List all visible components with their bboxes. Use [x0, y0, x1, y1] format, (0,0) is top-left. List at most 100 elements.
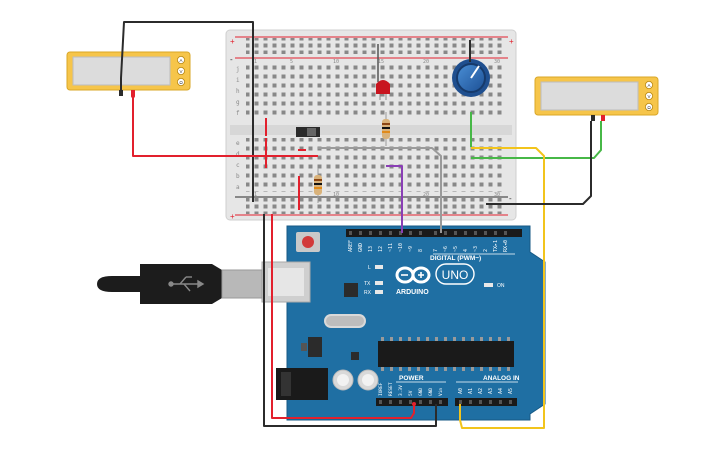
rail-minus-label: -: [230, 55, 233, 64]
pin-13: 13: [368, 246, 374, 252]
row-letter-b: b: [236, 173, 240, 180]
pin-10: ~10: [398, 243, 404, 252]
digital-pwm-label: DIGITAL (PWM~): [430, 255, 481, 262]
wire-gray-pin7[interactable]: [318, 147, 442, 233]
pin-gnd-digital: GND: [358, 243, 364, 252]
pin-11: ~11: [388, 243, 394, 252]
row-letter-f: f: [236, 110, 240, 117]
pin-a2: A2: [478, 388, 484, 394]
pin-ioref: IOREF: [378, 382, 384, 396]
pin-5: ~5: [453, 246, 459, 252]
breadboard: + - + - + j i h g f e d c b a 1 5 10 15 …: [225, 29, 517, 221]
led-rx: [375, 290, 383, 294]
col-number-1: 1: [254, 59, 257, 65]
uno-model-label: UNO: [442, 268, 469, 282]
multimeter-left-mode-a[interactable]: A: [179, 58, 182, 63]
col-number-20: 20: [423, 59, 429, 65]
atmega-chip: [378, 341, 514, 367]
col-number-5: 5: [290, 59, 293, 65]
pin-6: ~6: [443, 246, 449, 252]
multimeter-left-mode-ohm[interactable]: Ω: [179, 80, 183, 85]
pin-aref: AREF: [348, 240, 354, 252]
row-letter-j: j: [236, 66, 240, 73]
pin-3: ~3: [473, 246, 479, 252]
usb-chip: [344, 283, 358, 297]
rail-minus-label-bottom: -: [509, 194, 512, 203]
led-l-label: L: [368, 265, 371, 271]
wire-left-meter-black[interactable]: [120, 21, 254, 202]
multimeter-left[interactable]: A V Ω: [66, 51, 191, 96]
pin-a0: A0: [458, 388, 464, 394]
power-label: POWER: [399, 375, 424, 382]
pin-gnd-1: GND: [418, 388, 424, 396]
multimeter-right-mode-v[interactable]: V: [647, 94, 650, 99]
pin-3v3: 3.3V: [398, 385, 404, 396]
wire-yellow-a0[interactable]: [459, 147, 545, 429]
pin-a1: A1: [468, 388, 474, 394]
wire-red-5v[interactable]: [271, 214, 415, 419]
col-number-10: 10: [333, 59, 339, 65]
led-tx: [375, 281, 383, 285]
pin-a4: A4: [498, 388, 504, 394]
usb-b-port[interactable]: [261, 261, 311, 303]
pulldown-resistor[interactable]: [314, 168, 322, 203]
col-number-15: 15: [378, 59, 384, 65]
row-letter-g: g: [236, 99, 240, 106]
led-on: [484, 283, 493, 287]
reset-button-cap[interactable]: [302, 236, 314, 248]
led-tx-label: TX: [364, 281, 371, 287]
rail-plus-label-bottom: +: [230, 212, 235, 221]
analog-header[interactable]: [455, 398, 517, 406]
led-l: [375, 265, 383, 269]
rail-plus-label: +: [230, 37, 235, 46]
led-rx-label: RX: [364, 290, 372, 296]
arduino-logo-icon: [395, 266, 431, 284]
pin-8: 8: [418, 249, 424, 252]
row-letter-i: i: [236, 77, 240, 84]
multimeter-right-mode-ohm[interactable]: Ω: [647, 105, 651, 110]
usb-cable[interactable]: [97, 264, 263, 304]
pin-gnd-2: GND: [428, 388, 434, 396]
pin-tx1: TX▸1: [493, 240, 499, 252]
capacitor-1: [332, 369, 354, 391]
col-number-20-bottom: 20: [423, 192, 429, 198]
pin-7: 7: [433, 249, 439, 252]
led-resistor[interactable]: [382, 112, 390, 146]
voltage-regulator: [308, 337, 322, 357]
wires: [120, 21, 602, 429]
wire-purple-pin11[interactable]: [386, 165, 403, 233]
wire-right-meter-black[interactable]: [486, 121, 592, 205]
multimeter-left-mode-v[interactable]: V: [179, 69, 182, 74]
slide-switch[interactable]: [296, 127, 320, 137]
connection-points: [131, 94, 416, 406]
wire-black-gnd[interactable]: [263, 214, 437, 427]
row-letter-d: d: [236, 151, 240, 158]
arduino-uno-board[interactable]: AREF GND 13 12 ~11 ~10 ~9 8 7 ~6 ~5 4 ~3…: [276, 225, 546, 421]
red-led[interactable]: [376, 44, 390, 100]
row-letter-a: a: [236, 184, 240, 191]
capacitor-2: [357, 369, 379, 391]
wire-left-meter-red[interactable]: [132, 96, 318, 157]
pin-5v: 5V: [408, 390, 414, 396]
pin-rx0: RX◂0: [503, 240, 509, 252]
col-number-30: 30: [494, 59, 500, 65]
row-letter-e: e: [236, 140, 240, 147]
pin-2: 2: [483, 249, 489, 252]
analog-in-label: ANALOG IN: [483, 375, 520, 382]
col-number-1-bottom: 1: [254, 192, 257, 198]
row-letter-h: h: [236, 88, 240, 95]
col-number-10-bottom: 10: [333, 192, 339, 198]
pin-reset: RESET: [388, 382, 394, 396]
led-on-label: ON: [497, 283, 505, 289]
pin-4: 4: [463, 249, 469, 252]
wire-green-pot-meter[interactable]: [470, 112, 602, 159]
usb-icon: [168, 276, 205, 292]
col-number-30-bottom: 30: [494, 192, 500, 198]
potentiometer[interactable]: [452, 40, 490, 97]
pin-vin: Vin: [438, 388, 444, 396]
multimeter-right[interactable]: A V Ω: [534, 76, 659, 121]
multimeter-right-mode-a[interactable]: A: [647, 83, 650, 88]
rail-plus-label-right: +: [509, 37, 514, 46]
row-letter-c: c: [236, 162, 240, 169]
